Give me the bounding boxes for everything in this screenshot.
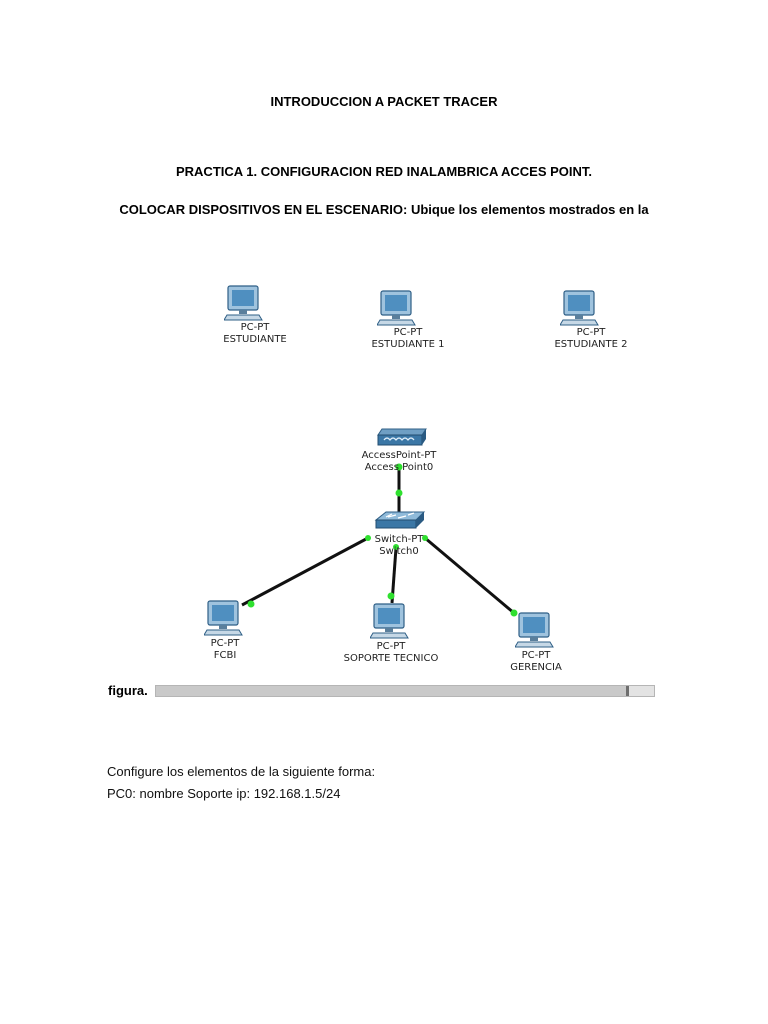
device-name-label: ESTUDIANTE 2 xyxy=(554,339,628,350)
instruction-heading: COLOCAR DISPOSITIVOS EN EL ESCENARIO: xyxy=(119,202,408,217)
scrollbar-thumb[interactable] xyxy=(626,686,629,696)
link-light xyxy=(395,489,403,497)
link-light xyxy=(395,463,403,471)
device-type-label: PC-PT xyxy=(376,641,406,652)
horizontal-scrollbar[interactable] xyxy=(155,685,655,697)
device-name-label: ESTUDIANTE xyxy=(223,334,287,345)
link-light xyxy=(387,592,395,600)
device-type-label: PC-PT xyxy=(210,638,240,649)
link-light xyxy=(393,544,399,550)
device-name-label: GERENCIA xyxy=(510,662,562,673)
instruction-text: Ubique los elementos mostrados en la xyxy=(410,202,649,217)
pc-icon xyxy=(370,603,409,639)
device-name-label: Switch0 xyxy=(379,546,419,557)
link-light xyxy=(247,600,255,608)
topology-links xyxy=(241,428,518,617)
device-type-label: PC-PT xyxy=(521,650,551,661)
switch-icon xyxy=(374,511,426,529)
document-title: INTRODUCCION A PACKET TRACER xyxy=(270,94,498,109)
figure-caption-line: figura. xyxy=(108,682,152,698)
device-type-label: AccessPoint-PT xyxy=(361,450,437,461)
config-intro-text: Configure los elementos de la siguiente … xyxy=(107,764,376,779)
device-name-label: SOPORTE TECNICO xyxy=(343,653,439,664)
access-point-icon xyxy=(377,428,427,446)
scrollbar-end xyxy=(629,686,654,696)
link-light xyxy=(510,609,518,617)
device-name-label: Access Point0 xyxy=(364,462,434,473)
device-type-label: PC-PT xyxy=(576,327,606,338)
pc-icon xyxy=(224,285,263,321)
pc-icon xyxy=(204,600,243,636)
practice-title: PRACTICA 1. CONFIGURACION RED INALAMBRIC… xyxy=(175,164,592,179)
link-light xyxy=(422,535,428,541)
device-type-label: Switch-PT xyxy=(374,534,424,545)
device-type-label: PC-PT xyxy=(240,322,270,333)
device-name-label: ESTUDIANTE 1 xyxy=(371,339,445,350)
pc-icon xyxy=(515,612,554,648)
link-switch-fcbi xyxy=(241,536,369,607)
pc-icon xyxy=(377,290,416,326)
figure-caption: figura. xyxy=(108,682,148,698)
link-light xyxy=(365,535,371,541)
device-name-label: FCBI xyxy=(213,650,237,661)
instruction-line: COLOCAR DISPOSITIVOS EN EL ESCENARIO: Ub… xyxy=(0,202,768,217)
config-pc0-text: PC0: nombre Soporte ip: 192.168.1.5/24 xyxy=(107,786,341,801)
link-switch-gerencia xyxy=(424,536,515,615)
device-type-label: PC-PT xyxy=(393,327,423,338)
pc-icon xyxy=(560,290,599,326)
topology-figure: PC-PT ESTUDIANTE PC-PT ESTUDIANTE 1 PC-P… xyxy=(150,270,660,690)
